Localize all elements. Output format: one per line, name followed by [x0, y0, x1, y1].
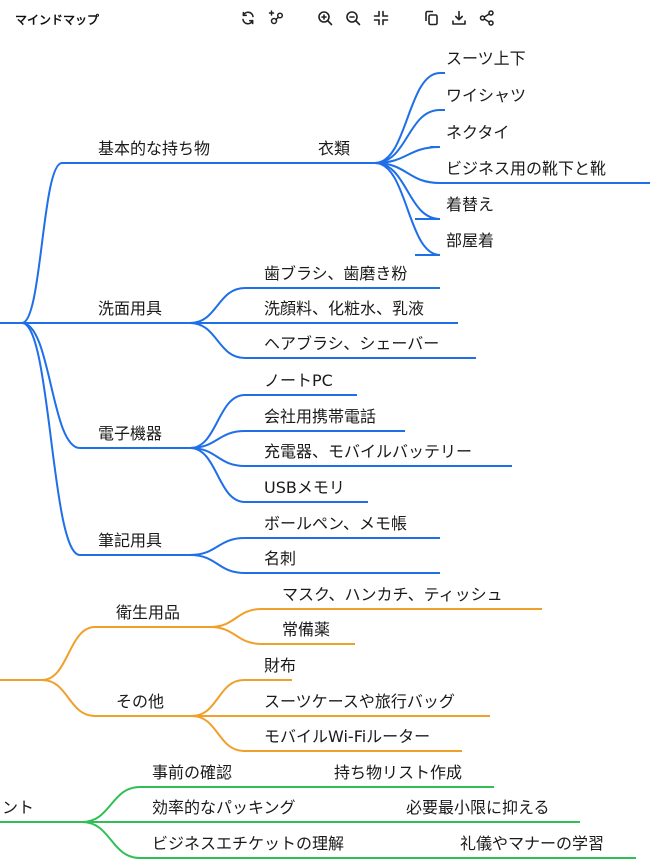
node-leaf[interactable]: USBメモリ	[264, 478, 345, 497]
node-group[interactable]: 事前の確認	[152, 763, 233, 782]
node-leaf[interactable]: 常備薬	[282, 620, 331, 639]
node-leaf[interactable]: 財布	[264, 656, 297, 675]
node-group[interactable]: 基本的な持ち物	[98, 139, 211, 158]
node-leaf[interactable]: 歯ブラシ、歯磨き粉	[264, 264, 408, 283]
zoom-in-button[interactable]	[316, 9, 334, 27]
node-leaf[interactable]: マスク、ハンカチ、ティッシュ	[282, 585, 503, 604]
add-node-icon	[268, 10, 284, 25]
zoom-out-icon	[346, 11, 361, 26]
leaf-line	[374, 72, 445, 164]
leaf-line	[191, 715, 462, 752]
leaf-line	[374, 162, 441, 256]
node-leaf[interactable]: 必要最小限に抑える	[406, 798, 550, 817]
node-group[interactable]: ビジネスエチケットの理解	[152, 834, 345, 853]
node-leaf[interactable]: 会社用携帯電話	[264, 407, 377, 426]
add-node-button[interactable]	[267, 9, 285, 27]
node-topic[interactable]: ント	[2, 798, 35, 817]
node-subgroup[interactable]: 衣類	[318, 139, 351, 158]
node-leaf[interactable]: 充電器、モバイルバッテリー	[264, 442, 473, 461]
node-group[interactable]: 筆記用具	[98, 531, 163, 550]
fit-view-button[interactable]	[372, 9, 390, 27]
node-leaf[interactable]: スーツケースや旅行バッグ	[264, 692, 455, 711]
leaf-line	[374, 146, 441, 164]
node-group[interactable]: 電子機器	[98, 424, 163, 443]
node-leaf[interactable]: ワイシャツ	[446, 86, 527, 105]
node-group[interactable]: その他	[116, 692, 165, 711]
branch-line	[41, 626, 210, 681]
branch-line	[21, 322, 190, 449]
toolbar: マインドマップ	[0, 0, 650, 38]
download-button[interactable]	[450, 9, 468, 27]
node-leaf[interactable]: モバイルWi-Fiルーター	[264, 727, 431, 746]
refresh-button[interactable]	[239, 9, 257, 27]
node-leaf[interactable]: スーツ上下	[446, 49, 526, 68]
leaf-line	[374, 162, 650, 184]
branch-line	[81, 786, 494, 823]
node-leaf[interactable]: 礼儀やマナーの学習	[460, 834, 605, 853]
leaf-line	[209, 608, 542, 628]
leaf-line	[189, 447, 512, 467]
node-leaf[interactable]: 名刺	[264, 549, 297, 568]
node-leaf[interactable]: ヘアブラシ、シェーバー	[264, 334, 440, 353]
node-leaf[interactable]: ネクタイ	[446, 123, 510, 142]
branch-line	[81, 821, 636, 859]
node-leaf[interactable]: 着替え	[446, 195, 495, 214]
node-leaf[interactable]: ノートPC	[264, 371, 333, 390]
leaf-line	[209, 626, 355, 645]
download-icon	[452, 10, 466, 25]
app-title: マインドマップ	[15, 13, 100, 27]
share-icon	[479, 10, 494, 26]
node-group[interactable]: 洗面用具	[98, 299, 163, 318]
node-leaf[interactable]: ビジネス用の靴下と靴	[446, 159, 607, 178]
leaf-line	[189, 447, 368, 503]
leaf-line	[374, 109, 445, 164]
node-leaf[interactable]: 洗顔料、化粧水、乳液	[264, 299, 425, 318]
leaf-line	[189, 322, 476, 359]
node-leaf[interactable]: 部屋着	[446, 231, 495, 250]
leaf-line	[189, 394, 357, 449]
copy-icon	[425, 10, 438, 26]
leaf-line	[189, 430, 405, 449]
leaf-line	[191, 679, 292, 717]
refresh-icon	[242, 11, 254, 25]
branch-line	[21, 162, 375, 324]
branch-line	[21, 322, 190, 556]
node-group[interactable]: 効率的なパッキング	[152, 798, 296, 817]
node-leaf[interactable]: ボールペン、メモ帳	[264, 514, 408, 533]
zoom-out-button[interactable]	[344, 9, 362, 27]
leaf-line	[189, 554, 440, 574]
zoom-in-icon	[318, 11, 333, 26]
node-group[interactable]: 衛生用品	[116, 603, 181, 622]
copy-button[interactable]	[422, 9, 440, 27]
collapse-icon	[373, 10, 389, 26]
leaf-line	[189, 287, 440, 324]
node-leaf[interactable]: 持ち物リスト作成	[334, 763, 463, 782]
share-button[interactable]	[478, 9, 496, 27]
leaf-line	[189, 537, 440, 556]
branch-line	[41, 679, 192, 717]
